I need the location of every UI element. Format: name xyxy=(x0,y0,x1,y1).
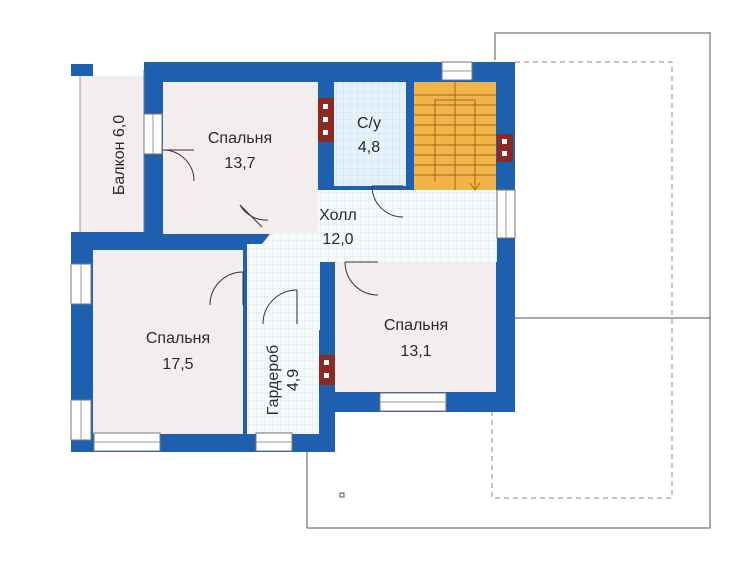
doors xyxy=(162,149,404,325)
wardrobe-label: Гардероб 4,9 xyxy=(265,345,302,415)
wc-area: 4,8 xyxy=(358,139,380,156)
balcony xyxy=(79,70,145,232)
room-bedroom-3 xyxy=(335,262,496,392)
staircase xyxy=(414,82,496,191)
wardrobe-area: 4,9 xyxy=(285,369,302,391)
balcony-area: 6,0 xyxy=(111,115,128,137)
bedroom-2-area: 17,5 xyxy=(162,356,193,373)
room-wardrobe xyxy=(247,326,319,434)
balcony-label: Балкон 6,0 xyxy=(111,115,128,195)
roof-outline xyxy=(306,32,711,529)
wc-name: С/у xyxy=(357,115,381,132)
roof-marker xyxy=(339,492,345,498)
balcony-name: Балкон xyxy=(111,142,128,196)
bedroom-3-name: Спальня xyxy=(384,317,448,334)
room-wc xyxy=(334,82,406,186)
hall-area: 12,0 xyxy=(322,231,353,248)
svg-text:Балкон 6,0: Балкон 6,0 xyxy=(111,115,128,195)
bedroom-1-name: Спальня xyxy=(208,130,272,147)
room-bedroom-2 xyxy=(93,250,243,434)
window-panes xyxy=(80,70,507,443)
chimneys xyxy=(318,98,513,385)
bedroom-2-name: Спальня xyxy=(146,330,210,347)
bedroom-1-area: 13,7 xyxy=(224,155,255,172)
wardrobe-name: Гардероб xyxy=(265,345,282,415)
bedroom-3-area: 13,1 xyxy=(400,343,431,360)
roof-overhang-dashed xyxy=(491,61,673,499)
hall-name: Холл xyxy=(319,207,357,224)
room-bedroom-1 xyxy=(163,82,318,234)
